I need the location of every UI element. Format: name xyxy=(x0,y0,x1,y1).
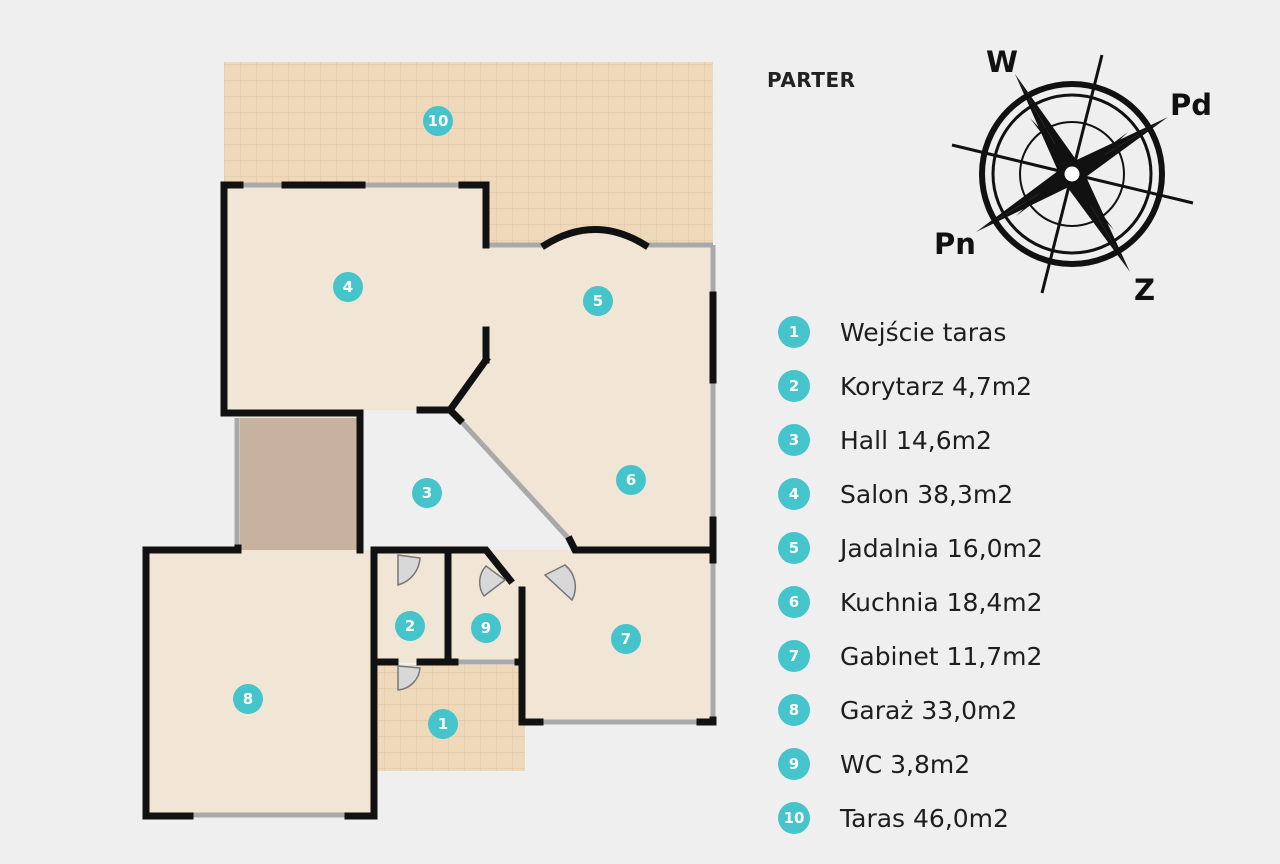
legend-item: 5 Jadalnia 16,0m2 xyxy=(778,521,1043,575)
legend-number-badge: 8 xyxy=(778,694,810,726)
legend-room-label: Hall 14,6m2 xyxy=(840,425,992,455)
legend-item: 6 Kuchnia 18,4m2 xyxy=(778,575,1043,629)
room-badge-number: 3 xyxy=(422,484,432,502)
legend-item: 2 Korytarz 4,7m2 xyxy=(778,359,1043,413)
room-badge-number: 2 xyxy=(405,617,415,635)
legend-room-label: Wejście taras xyxy=(840,317,1007,347)
legend-number-badge: 9 xyxy=(778,748,810,780)
walls xyxy=(142,181,717,820)
legend-room-label: Korytarz 4,7m2 xyxy=(840,371,1033,401)
legend-item: 10 Taras 46,0m2 xyxy=(778,791,1043,845)
legend-number-badge: 2 xyxy=(778,370,810,402)
room-badge: 6 xyxy=(616,465,646,495)
compass-rose-icon xyxy=(951,54,1194,294)
doors xyxy=(397,554,577,691)
room-badge-circle xyxy=(471,613,501,643)
legend-room-label: Kuchnia 18,4m2 xyxy=(840,587,1043,617)
room-badge-number: 4 xyxy=(343,278,353,296)
room-badge-circle xyxy=(423,106,453,136)
legend-number-badge: 3 xyxy=(778,424,810,456)
room-badge: 8 xyxy=(233,684,263,714)
compass-west-label: W xyxy=(986,45,1018,79)
compass: W Pd Pn Z xyxy=(934,45,1212,307)
legend-number-badge: 10 xyxy=(778,802,810,834)
legend-room-label: Taras 46,0m2 xyxy=(840,803,1009,833)
room-badge-number: 8 xyxy=(243,690,253,708)
corridor-door xyxy=(397,554,421,586)
room-badge-circle xyxy=(333,272,363,302)
room-badge-circle xyxy=(616,465,646,495)
legend-item: 3 Hall 14,6m2 xyxy=(778,413,1043,467)
legend-item: 9 WC 3,8m2 xyxy=(778,737,1043,791)
room-badge: 10 xyxy=(423,106,453,136)
room-badge-circle xyxy=(428,709,458,739)
room-badge: 9 xyxy=(471,613,501,643)
legend-number-badge: 7 xyxy=(778,640,810,672)
room-badge-number: 7 xyxy=(621,630,631,648)
room-badge-circle xyxy=(412,478,442,508)
room-badge: 1 xyxy=(428,709,458,739)
legend-item: 8 Garaż 33,0m2 xyxy=(778,683,1043,737)
floor-title: PARTER xyxy=(767,68,856,92)
legend-number-badge: 6 xyxy=(778,586,810,618)
room-badges: 1 2 3 4 5 6 7 8 9 10 xyxy=(233,106,646,739)
room-badge-number: 6 xyxy=(626,471,636,489)
room-badge-number: 5 xyxy=(593,292,603,310)
room-badge-circle xyxy=(583,286,613,316)
compass-east-label: Z xyxy=(1134,273,1155,307)
legend-room-label: Salon 38,3m2 xyxy=(840,479,1014,509)
room-badge: 7 xyxy=(611,624,641,654)
room-badge-circle xyxy=(233,684,263,714)
legend-number-badge: 1 xyxy=(778,316,810,348)
room-badge-number: 1 xyxy=(438,715,448,733)
legend-number-badge: 4 xyxy=(778,478,810,510)
room-badge: 2 xyxy=(395,611,425,641)
legend-item: 1 Wejście taras xyxy=(778,305,1043,359)
room-badge: 3 xyxy=(412,478,442,508)
legend-room-label: Garaż 33,0m2 xyxy=(840,695,1018,725)
room-badge-number: 9 xyxy=(481,619,491,637)
room-legend: 1 Wejście taras 2 Korytarz 4,7m2 3 Hall 14,6m… xyxy=(778,305,1043,845)
compass-north-label: Pn xyxy=(934,227,976,261)
wc-door xyxy=(478,564,507,598)
room-badge-number: 10 xyxy=(428,112,449,130)
office-door xyxy=(543,564,577,602)
legend-item: 7 Gabinet 11,7m2 xyxy=(778,629,1043,683)
compass-south-label: Pd xyxy=(1170,88,1212,122)
legend-room-label: Gabinet 11,7m2 xyxy=(840,641,1043,671)
room-badge-circle xyxy=(611,624,641,654)
legend-room-label: WC 3,8m2 xyxy=(840,749,971,779)
stairs-area xyxy=(240,418,362,550)
room-badge-circle xyxy=(395,611,425,641)
room-badge: 4 xyxy=(333,272,363,302)
garage-floor xyxy=(146,550,374,816)
room-badge: 5 xyxy=(583,286,613,316)
entrance-door xyxy=(397,665,421,691)
legend-number-badge: 5 xyxy=(778,532,810,564)
legend-item: 4 Salon 38,3m2 xyxy=(778,467,1043,521)
legend-room-label: Jadalnia 16,0m2 xyxy=(840,533,1043,563)
